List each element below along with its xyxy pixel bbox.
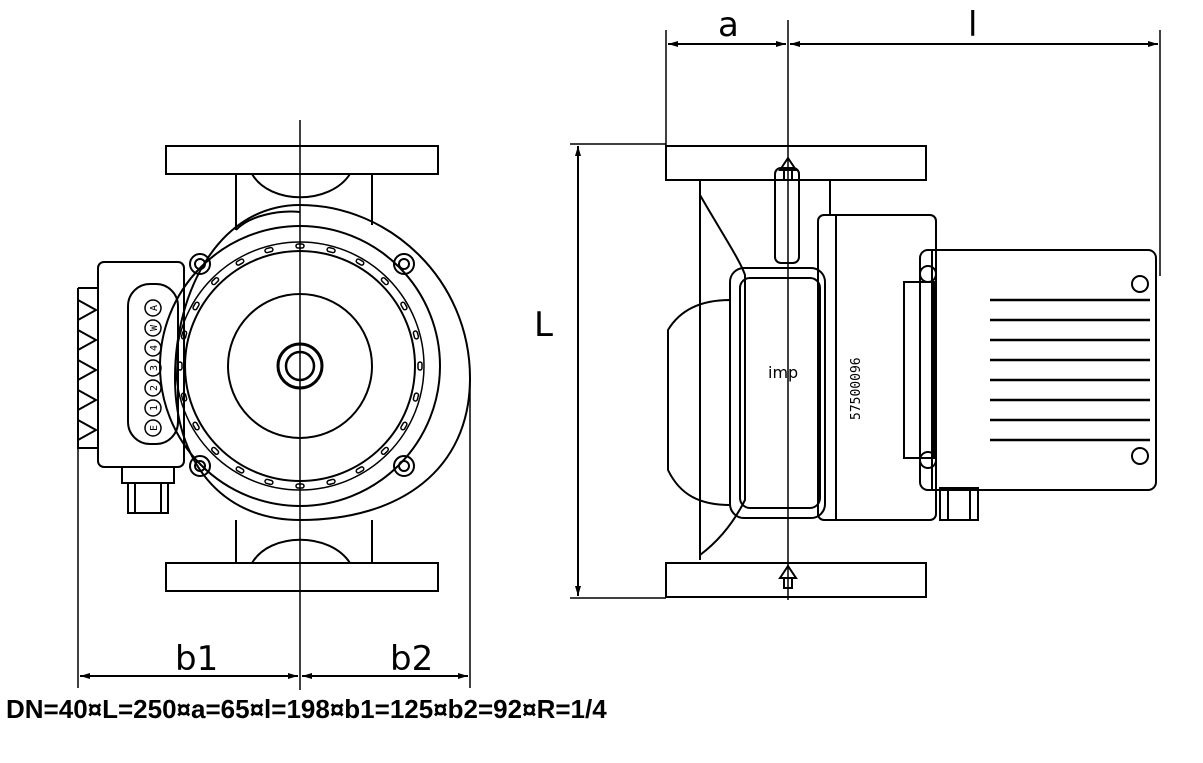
terminal-mark-circle — [144, 299, 162, 317]
terminal-mark-label: 1 — [149, 405, 160, 411]
terminal-mark-circle — [144, 379, 162, 397]
dimension-a-l — [575, 41, 1158, 596]
front-bottom-flange — [165, 562, 439, 592]
side-view — [665, 145, 1157, 598]
terminal-mark-circle — [144, 359, 162, 377]
pump-technical-drawing: E 1 2 3 4 W A b1 b2 — [77, 5, 1161, 690]
terminal-box — [97, 261, 185, 468]
terminal-markings: E 1 2 3 4 W A — [144, 299, 162, 437]
motor-end-cap — [919, 249, 1157, 491]
dim-label-l: l — [968, 5, 977, 45]
terminal-mark-circle — [144, 399, 162, 417]
spec-caption: DN=40¤L=250¤a=65¤l=198¤b1=125¤b2=92¤R=1/… — [6, 694, 607, 724]
front-top-flange — [165, 145, 439, 175]
terminal-mark-label: A — [149, 305, 160, 311]
terminal-mark-label: 2 — [149, 385, 160, 391]
dim-label-b1: b1 — [175, 639, 218, 679]
front-view — [77, 145, 472, 592]
dim-label-b2: b2 — [390, 639, 433, 679]
dim-label-L: L — [534, 305, 553, 345]
terminal-mark-label: W — [149, 324, 160, 331]
terminal-mark-circle — [144, 319, 162, 337]
cable-gland — [121, 466, 175, 484]
side-top-flange — [665, 145, 927, 181]
terminal-mark-label: 4 — [149, 345, 160, 351]
motor-housing — [817, 214, 937, 521]
serial-number: 57500096 — [849, 357, 864, 420]
brand-logo: imp — [768, 363, 798, 382]
terminal-mark-label: 3 — [149, 365, 160, 371]
terminal-mark-label: E — [149, 425, 160, 431]
side-bottom-flange — [665, 562, 927, 598]
terminal-mark-circle — [144, 339, 162, 357]
terminal-mark-circle — [144, 419, 162, 437]
dim-label-a: a — [718, 5, 739, 45]
